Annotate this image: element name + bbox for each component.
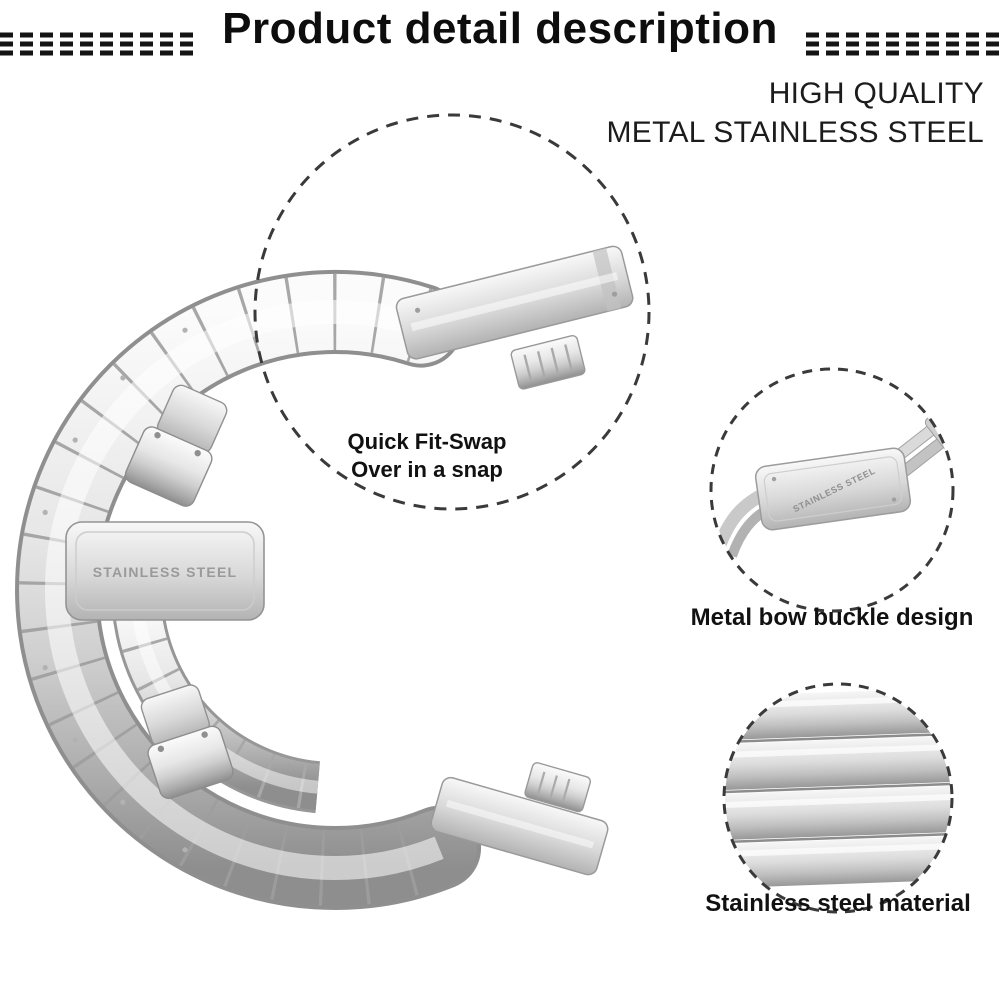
header-stripe-right (806, 32, 1000, 56)
tagline: HIGH QUALITY METAL STAINLESS STEEL (606, 74, 984, 152)
quick-fit-label: Quick Fit-Swap Over in a snap (348, 428, 507, 483)
material-label: Stainless steel material (705, 890, 971, 917)
watch-band-photo: STAINLESS STEEL (15, 245, 634, 910)
clasp-plate: STAINLESS STEEL (65, 521, 265, 621)
clasp-assembly: STAINLESS STEEL (65, 384, 265, 800)
buckle-photo: STAINLESS STEEL (712, 413, 952, 558)
clasp-lower-hinge (140, 684, 234, 800)
header-stripe-left (0, 32, 194, 56)
quick-fit-label-line1: Quick Fit-Swap (347, 429, 507, 454)
page-title: Product detail description (222, 4, 778, 53)
quick-fit-label-line2: Over in a snap (351, 456, 503, 482)
quick-fit-callout-circle (253, 113, 651, 511)
buckle-label: Metal bow buckle design (690, 604, 974, 631)
quick-fit-connector (395, 245, 634, 390)
bottom-end-connector (430, 762, 609, 876)
link-stack-photo (721, 688, 955, 888)
clasp-upper-hinge (124, 384, 228, 507)
clasp-engraving: STAINLESS STEEL (93, 564, 238, 580)
band-screw-dots (42, 327, 188, 853)
material-callout-circle (722, 682, 954, 914)
tagline-line1: HIGH QUALITY (768, 77, 984, 110)
buckle-callout-circle (709, 367, 955, 613)
tagline-line2: METAL STAINLESS STEEL (606, 116, 984, 149)
band-arc (15, 270, 482, 910)
